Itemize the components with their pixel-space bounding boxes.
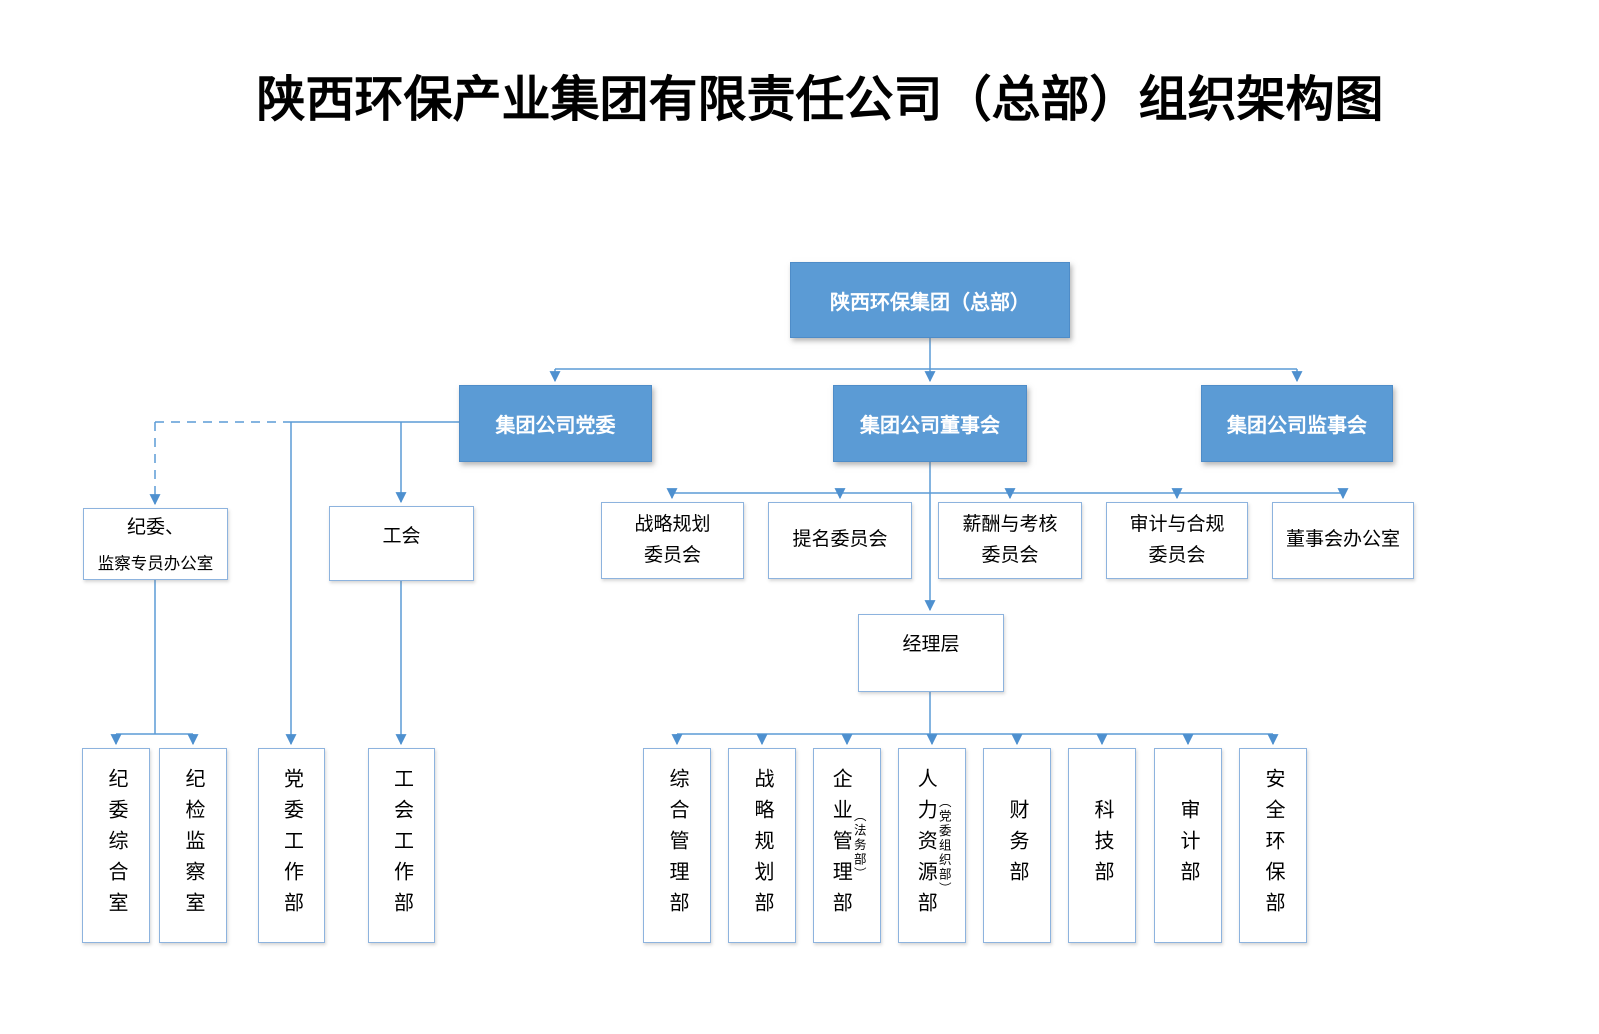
- node-enterprise-management-dept-sublabel: （法务部）: [851, 809, 866, 882]
- node-enterprise-management-dept: 企业管理部（法务部）: [813, 748, 881, 943]
- node-technology-dept: 科技部: [1068, 748, 1136, 943]
- node-enterprise-management-dept-label: 企业管理部: [829, 768, 852, 923]
- node-discipline-inspection-office-label: 纪委、: [126, 517, 184, 538]
- node-discipline-inspection-office: 纪委、监察专员办公室: [83, 508, 228, 580]
- node-board-office: 董事会办公室: [1272, 502, 1414, 579]
- node-finance-dept-label: 财务部: [1006, 799, 1028, 892]
- node-board-of-supervisors-label: 集团公司监事会: [1227, 415, 1367, 437]
- node-nomination-committee-label: 提名委员会: [792, 529, 888, 551]
- node-party-committee-label: 集团公司党委: [495, 415, 616, 437]
- node-discipline-inspection-office-sublabel: 监察专员办公室: [97, 554, 214, 573]
- node-board-office-label: 董事会办公室: [1285, 529, 1400, 551]
- node-labor-union: 工会: [329, 506, 474, 581]
- node-strategy-planning-committee: 战略规划 委员会: [601, 502, 744, 579]
- node-audit-dept: 审计部: [1154, 748, 1222, 943]
- node-strategy-planning-dept: 战略规划部: [728, 748, 796, 943]
- node-discipline-general-office-label: 纪委综合室: [105, 768, 127, 923]
- node-group-hq: 陕西环保集团（总部）: [790, 262, 1070, 338]
- node-board-of-directors: 集团公司董事会: [833, 385, 1027, 462]
- node-board-of-directors-label: 集团公司董事会: [860, 415, 1000, 437]
- node-human-resources-dept: 人力资源部（党委组织部）: [898, 748, 966, 943]
- node-safety-environment-dept: 安全环保部: [1239, 748, 1307, 943]
- node-safety-environment-dept-label: 安全环保部: [1262, 768, 1284, 923]
- node-general-management-dept: 综合管理部: [643, 748, 711, 943]
- node-labor-union-label: 工会: [382, 526, 421, 547]
- node-party-work-dept-label: 党委工作部: [280, 768, 303, 923]
- node-audit-compliance-committee-label: 审计与合规 委员会: [1129, 514, 1225, 566]
- node-discipline-supervision-office-label: 纪检监察室: [182, 768, 204, 923]
- node-technology-dept-label: 科技部: [1091, 799, 1113, 892]
- node-remuneration-appraisal-committee: 薪酬与考核 委员会: [938, 502, 1082, 579]
- node-union-work-dept-label: 工会工作部: [390, 768, 413, 923]
- node-human-resources-dept-sublabel: （党委组织部）: [936, 794, 951, 897]
- node-remuneration-appraisal-committee-label: 薪酬与考核 委员会: [962, 514, 1058, 566]
- node-human-resources-dept-label: 人力资源部: [914, 768, 937, 923]
- node-strategy-planning-committee-label: 战略规划 委员会: [634, 514, 711, 566]
- node-finance-dept: 财务部: [983, 748, 1051, 943]
- chart-title: 陕西环保产业集团有限责任公司（总部）组织架构图: [256, 72, 1384, 127]
- node-discipline-supervision-office: 纪检监察室: [159, 748, 227, 943]
- node-general-management-dept-label: 综合管理部: [666, 768, 688, 923]
- node-audit-compliance-committee: 审计与合规 委员会: [1106, 502, 1248, 579]
- node-party-work-dept: 党委工作部: [258, 748, 325, 943]
- node-audit-dept-label: 审计部: [1177, 799, 1199, 892]
- node-party-committee: 集团公司党委: [459, 385, 652, 462]
- node-management-level-label: 经理层: [902, 634, 960, 655]
- node-board-of-supervisors: 集团公司监事会: [1201, 385, 1393, 462]
- node-strategy-planning-dept-label: 战略规划部: [751, 768, 773, 923]
- node-discipline-general-office: 纪委综合室: [82, 748, 150, 943]
- node-nomination-committee: 提名委员会: [768, 502, 912, 579]
- node-group-hq-label: 陕西环保集团（总部）: [830, 291, 1030, 314]
- node-management-level: 经理层: [858, 614, 1004, 692]
- node-union-work-dept: 工会工作部: [368, 748, 435, 943]
